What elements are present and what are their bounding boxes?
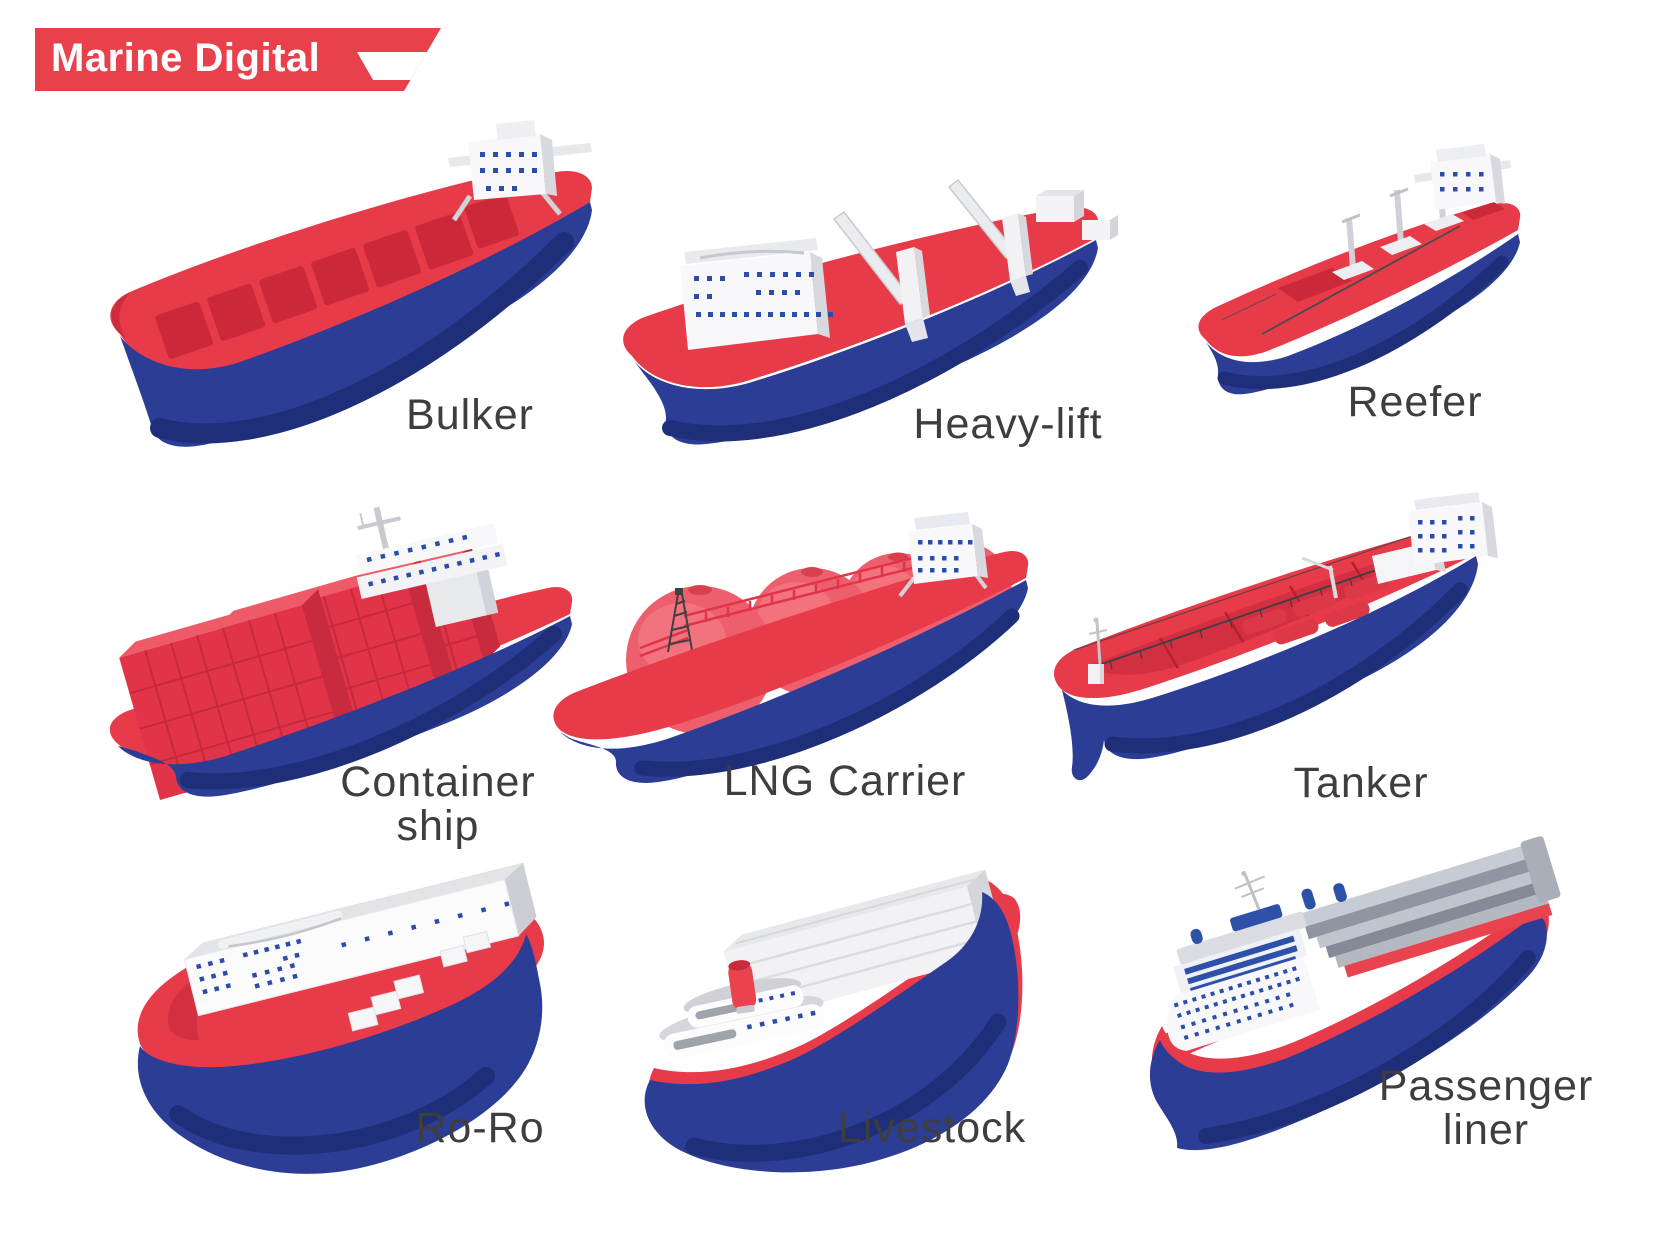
tanker-illustration xyxy=(1054,492,1498,781)
container-ship-label: Container ship xyxy=(340,758,536,850)
livestock-illustration xyxy=(644,869,1023,1173)
heavy-lift-label: Heavy-lift xyxy=(913,400,1103,448)
heavy-lift-illustration xyxy=(623,178,1118,445)
livestock-label: Livestock xyxy=(837,1104,1027,1152)
logo-text: Marine Digital xyxy=(51,35,321,80)
bulker-label: Bulker xyxy=(406,391,534,439)
lng-carrier-label: LNG Carrier xyxy=(723,757,967,805)
ro-ro-label: Ro-Ro xyxy=(415,1104,545,1152)
marine-digital-logo: Marine Digital xyxy=(35,28,441,91)
ro-ro-illustration xyxy=(137,862,544,1174)
bulker-illustration xyxy=(110,120,592,447)
reefer-illustration xyxy=(1198,144,1521,395)
tanker-label: Tanker xyxy=(1293,759,1429,807)
lng-carrier-illustration xyxy=(553,512,1029,783)
reefer-label: Reefer xyxy=(1347,378,1483,426)
passenger-liner-illustration xyxy=(1149,836,1561,1151)
passenger-liner-label: Passenger liner xyxy=(1378,1062,1594,1154)
container-ship-illustration xyxy=(109,506,573,800)
